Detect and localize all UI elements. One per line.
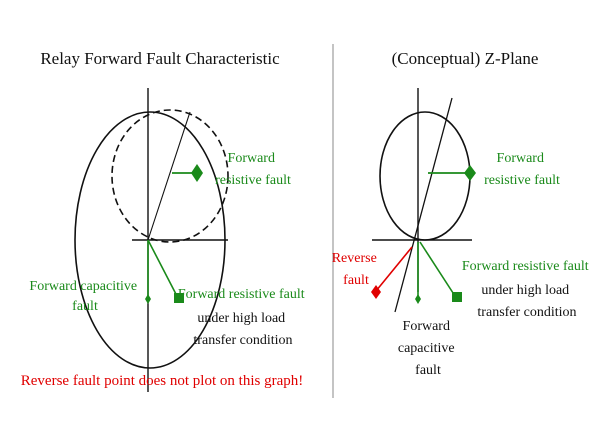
right-line-angle	[394, 97, 453, 313]
right-forward-resistive-marker	[464, 165, 476, 181]
right-forward-capacitive-marker	[415, 294, 421, 304]
right-panel-title: (Conceptual) Z-Plane	[392, 49, 539, 68]
right-high-load-marker	[452, 292, 462, 302]
left-forward-resistive-marker	[191, 164, 203, 182]
left-forward-resistive-label: Forward resistive fault	[215, 151, 291, 188]
reverse-fault-footnote: Reverse fault point does not plot on thi…	[21, 373, 303, 389]
right-high-load-label: Forward resistive fault under high load …	[462, 259, 592, 320]
right-mho-circle	[379, 111, 471, 241]
right-reverse-fault-line	[375, 246, 413, 292]
left-high-load-label: Forward resistive fault under high load …	[178, 287, 308, 348]
right-high-load-line	[419, 241, 456, 297]
right-reverse-fault-label: Reverse fault	[332, 251, 381, 288]
left-panel-title: Relay Forward Fault Characteristic	[40, 49, 280, 68]
left-high-load-marker	[174, 293, 184, 303]
left-forward-capacitive-marker	[145, 294, 151, 304]
right-forward-resistive-label: Forward resistive fault	[484, 151, 560, 188]
left-high-load-line	[147, 239, 179, 299]
dashed-mho-circle	[111, 109, 229, 243]
right-reverse-fault-marker	[371, 285, 381, 299]
left-forward-capacitive-label: Forward capacitive fault	[29, 279, 140, 314]
right-forward-capacitive-label: Forward capacitive fault	[398, 319, 458, 378]
left-line-angle	[147, 111, 191, 241]
